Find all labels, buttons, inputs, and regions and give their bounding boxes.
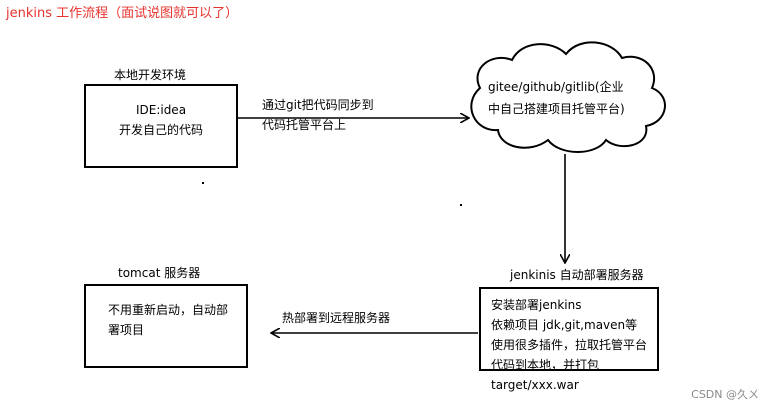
cloud-shape bbox=[470, 41, 666, 153]
local-env-label: 本地开发环境 bbox=[114, 68, 187, 82]
stray-mark bbox=[202, 182, 204, 184]
sync-label-2: 代码托管平台上 bbox=[262, 118, 347, 132]
local-env-line-2: 开发自己的代码 bbox=[118, 123, 203, 137]
local-env-line-1: IDE:idea bbox=[135, 103, 187, 117]
jenkins-line-3: 使用很多插件，拉取托管平台 bbox=[491, 338, 648, 352]
sync-label-1: 通过git把代码同步到 bbox=[262, 98, 374, 112]
tomcat-line-2: 署项目 bbox=[108, 323, 145, 337]
local-env-box: IDE:idea 开发自己的代码 bbox=[84, 84, 238, 168]
tomcat-label: tomcat 服务器 bbox=[118, 266, 201, 280]
cloud-line-2: 中自己搭建项目托管平台) bbox=[488, 102, 625, 116]
jenkins-box: 安装部署jenkins 依赖项目 jdk,git,maven等 使用很多插件，拉… bbox=[479, 287, 659, 392]
page-title: jenkins 工作流程（面试说图就可以了） bbox=[6, 6, 239, 21]
jenkins-line-1: 安装部署jenkins bbox=[491, 298, 582, 312]
tomcat-box: 不用重新启动，自动部 署项目 bbox=[84, 284, 248, 368]
jenkins-line-5: target/xxx.war bbox=[491, 378, 579, 392]
jenkins-line-4: 代码到本地，并打包 bbox=[491, 358, 600, 372]
jenkins-label: jenkinis 自动部署服务器 bbox=[510, 268, 644, 282]
cloud-line-1: gitee/github/gitlib(企业 bbox=[488, 80, 624, 94]
stray-mark bbox=[460, 204, 462, 206]
jenkins-line-2: 依赖项目 jdk,git,maven等 bbox=[491, 318, 638, 332]
deploy-label: 热部署到远程服务器 bbox=[282, 311, 391, 325]
tomcat-line-1: 不用重新启动，自动部 bbox=[108, 303, 229, 317]
watermark: CSDN @久ㄨ bbox=[691, 388, 759, 401]
